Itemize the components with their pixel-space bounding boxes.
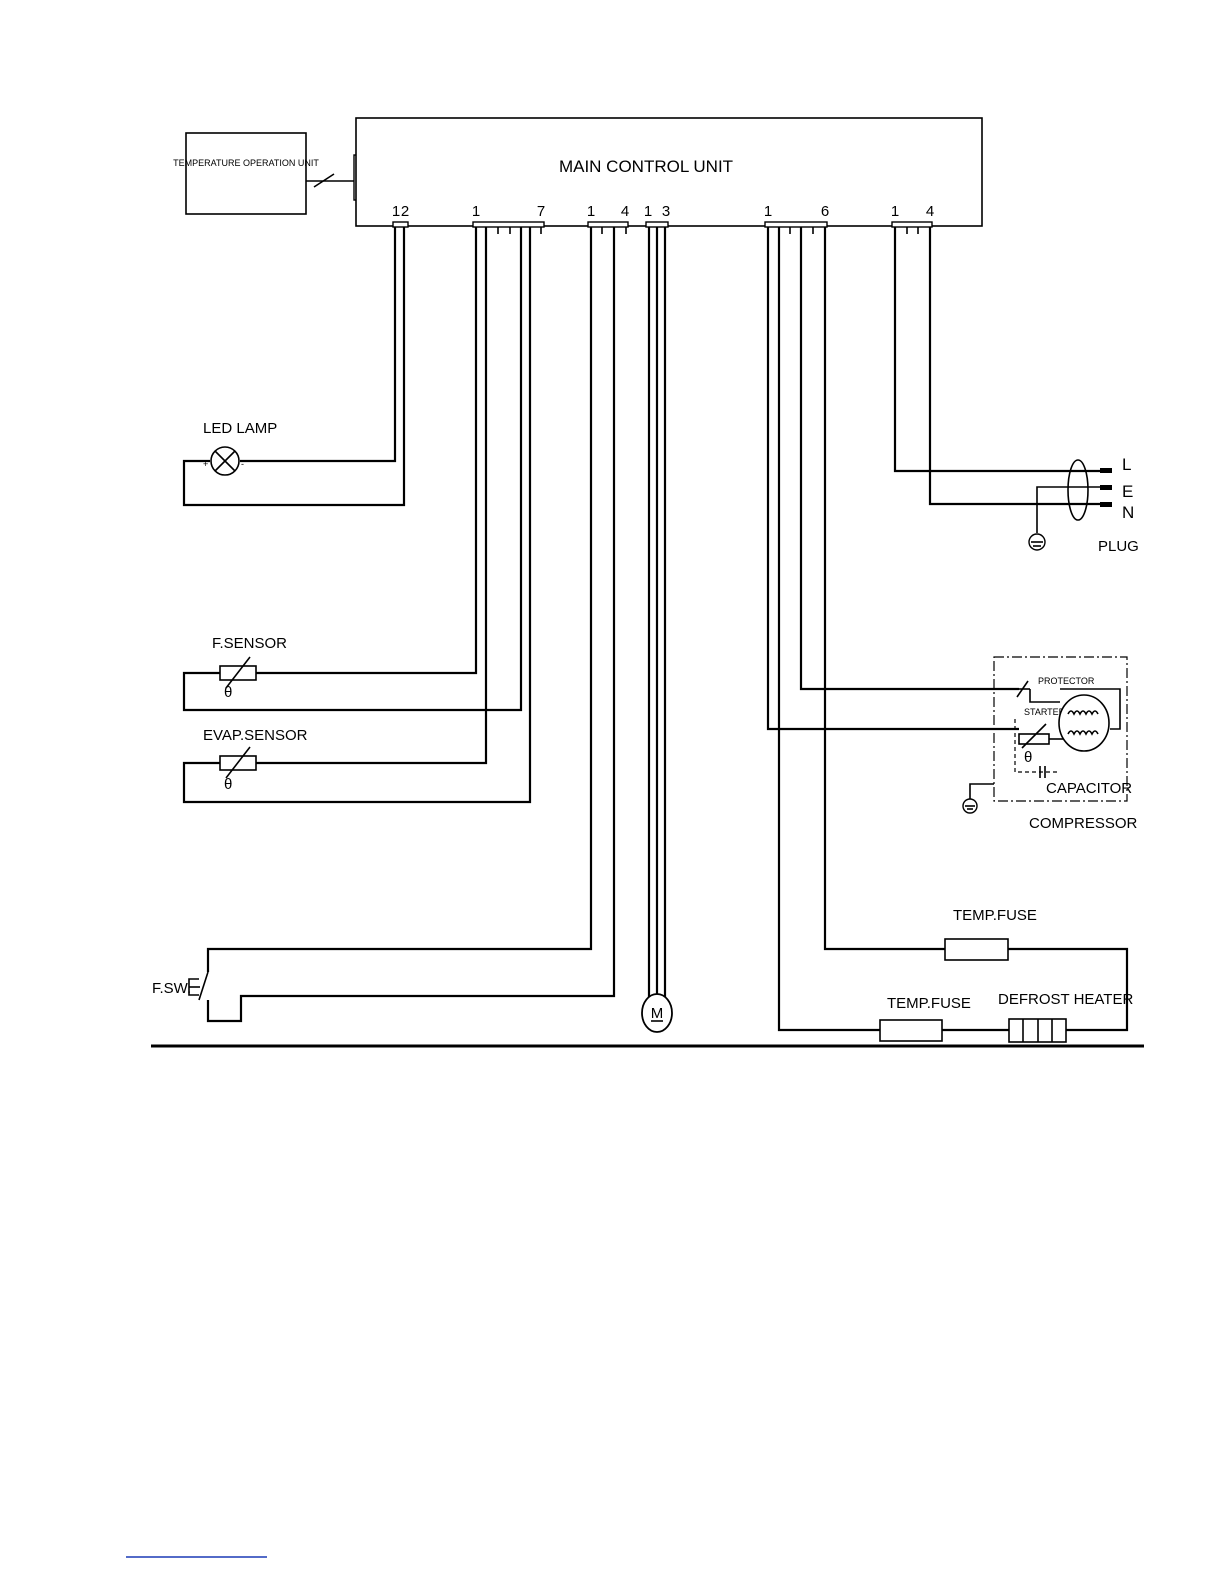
f-switch-label: F.SW. [152, 980, 191, 997]
motor-label: M [651, 1005, 664, 1022]
pin-compressor-1: 1 [764, 203, 772, 220]
pin-motor-3: 3 [662, 203, 670, 220]
connector-switch [588, 222, 628, 227]
connector-sensor [473, 222, 544, 227]
connector-motor [646, 222, 668, 227]
f-sensor-label: F.SENSOR [212, 635, 287, 652]
defrost-section: TEMP.FUSE TEMP.FUSE DEFROST HEATER [779, 227, 1133, 1042]
temperature-operation-unit: TEMPERATURE OPERATION UNIT [173, 133, 319, 214]
pin-power-1: 1 [891, 203, 899, 220]
plug-pin-l [1100, 468, 1112, 473]
led-lamp: LED LAMP + - [184, 227, 404, 505]
evap-sensor: EVAP.SENSOR θ [184, 227, 530, 802]
plug-cable-sleeve [1068, 460, 1088, 520]
plug-label: PLUG [1098, 538, 1139, 555]
plug-e-label: E [1122, 482, 1133, 501]
switch-contact [199, 972, 208, 1000]
temp-fuse-upper-label: TEMP.FUSE [953, 907, 1037, 924]
plug-pin-e [1100, 485, 1112, 490]
fan-motor: M [642, 227, 672, 1032]
main-control-unit-label: MAIN CONTROL UNIT [559, 157, 733, 176]
pin-motor-1: 1 [644, 203, 652, 220]
evap-sensor-theta: θ [224, 776, 232, 793]
pin-sensor-1: 1 [472, 203, 480, 220]
protector-label: PROTECTOR [1038, 676, 1095, 686]
led-plus-label: + [203, 459, 208, 469]
capacitor-label: CAPACITOR [1046, 780, 1132, 797]
plug-n-label: N [1122, 503, 1134, 522]
power-plug: L E N PLUG [895, 227, 1139, 555]
led-lamp-label: LED LAMP [203, 420, 277, 437]
plug-l-label: L [1122, 455, 1131, 474]
f-sensor-theta: θ [224, 684, 232, 701]
connector-power [892, 222, 932, 227]
f-switch: F.SW. [152, 227, 614, 1021]
compressor-section: PROTECTOR STARTER θ CAPACITOR COMPRESSOR [768, 227, 1138, 832]
pin-sensor-7: 7 [537, 203, 545, 220]
temperature-operation-unit-label: TEMPERATURE OPERATION UNIT [173, 158, 319, 168]
compressor-label: COMPRESSOR [1029, 815, 1138, 832]
pin-compressor-6: 6 [821, 203, 829, 220]
pin-switch-1: 1 [587, 203, 595, 220]
pin-switch-4: 4 [621, 203, 629, 220]
temp-fuse-upper [945, 939, 1008, 960]
plug-pin-n [1100, 502, 1112, 507]
pin-lamp-2: 2 [401, 203, 409, 220]
compressor-motor-icon [1059, 695, 1109, 751]
pin-lamp-1: 1 [392, 203, 400, 220]
evap-sensor-label: EVAP.SENSOR [203, 727, 308, 744]
connector-lamp [393, 222, 408, 227]
starter-theta: θ [1024, 749, 1032, 766]
defrost-heater-label: DEFROST HEATER [998, 991, 1133, 1008]
temp-fuse-lower-label: TEMP.FUSE [887, 995, 971, 1012]
led-minus-label: - [241, 459, 244, 469]
pin-power-4: 4 [926, 203, 934, 220]
connector-compressor [765, 222, 827, 227]
temp-fuse-lower [880, 1020, 942, 1041]
